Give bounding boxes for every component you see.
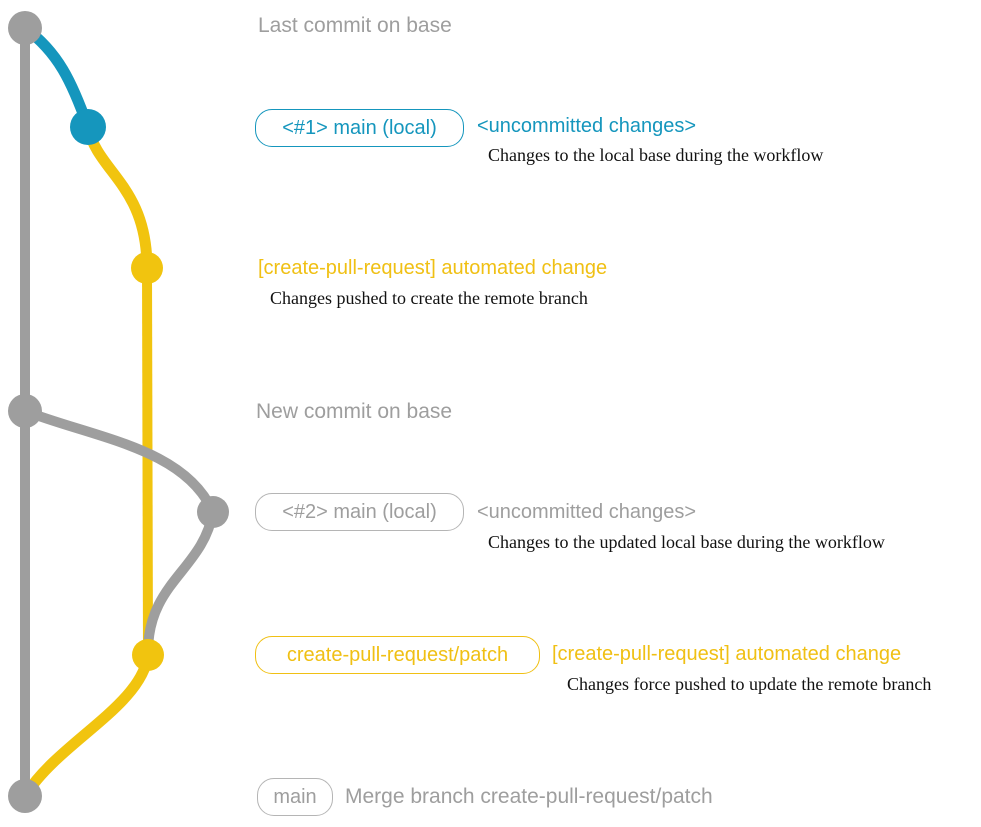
commit-merge: [8, 779, 42, 813]
commit-automated-2: [132, 639, 164, 671]
rebase-merge-curve: [143, 511, 218, 653]
commit-last-base: [8, 11, 42, 45]
badge-main-local-1: <#1> main (local): [255, 109, 464, 147]
badge-main-local-2: <#2> main (local): [255, 493, 464, 531]
uncommitted-changes-2-label: <uncommitted changes>: [477, 501, 697, 523]
automated-change-2-label: [create-pull-request] automated change: [552, 643, 902, 665]
merge-commit-label: Merge branch create-pull-request/patch: [345, 785, 713, 808]
commit-new-base: [8, 394, 42, 428]
commit-automated-1: [131, 252, 163, 284]
commit-graph: [8, 11, 229, 813]
base-update-curve: [23, 406, 218, 515]
new-commit-label: New commit on base: [256, 400, 453, 423]
automated-change-1-curve: [82, 125, 153, 269]
commit-local-1: [70, 109, 106, 145]
desc-automated-2: Changes force pushed to update the remot…: [567, 674, 932, 694]
merge-to-base-curve: [22, 653, 154, 797]
automated-change-1-label: [create-pull-request] automated change: [258, 257, 608, 279]
commit-local-2: [197, 496, 229, 528]
last-commit-label: Last commit on base: [258, 14, 452, 37]
desc-automated-1: Changes pushed to create the remote bran…: [270, 288, 588, 308]
uncommitted-changes-1-label: <uncommitted changes>: [477, 115, 697, 137]
badge-patch-branch: create-pull-request/patch: [255, 636, 540, 674]
desc-local-changes-1: Changes to the local base during the wor…: [488, 145, 824, 165]
badge-main: main: [257, 778, 333, 816]
desc-local-changes-2: Changes to the updated local base during…: [488, 532, 885, 552]
pr-branch-line: [142, 267, 153, 656]
